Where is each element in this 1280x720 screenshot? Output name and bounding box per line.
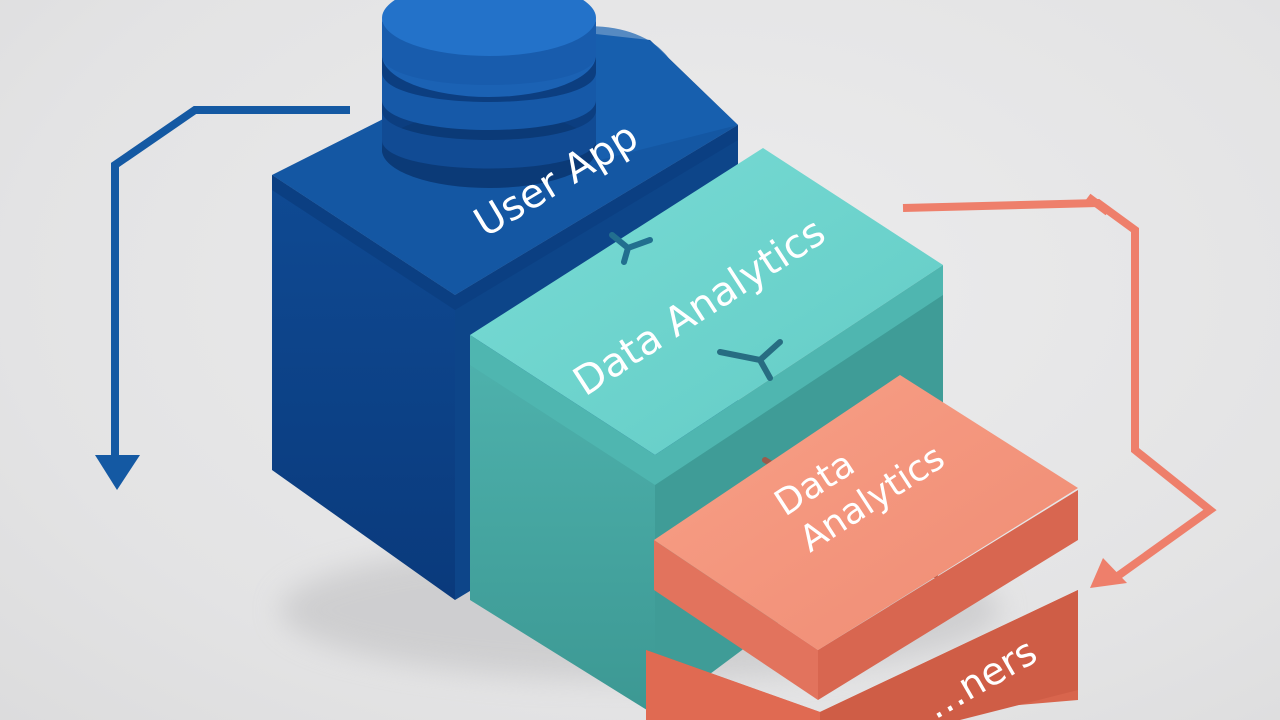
database-cylinder-icon [382,0,596,188]
block-data-analytics-coral[interactable] [654,375,1078,700]
arrow-down-icon [95,106,350,490]
arrow-return-icon [902,193,1217,588]
block-partners[interactable] [646,590,1078,720]
